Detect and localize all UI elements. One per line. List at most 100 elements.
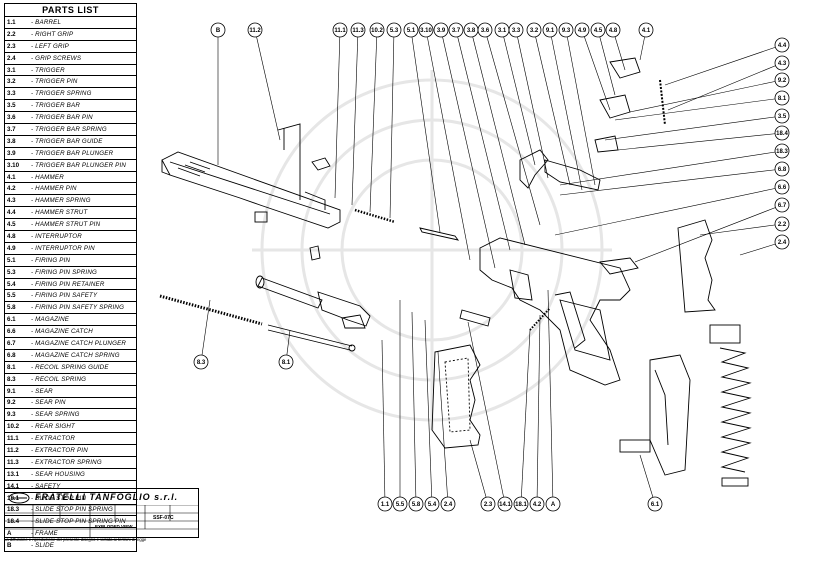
callout-circle: [392, 496, 408, 512]
leader-line: [389, 29, 395, 219]
callout-circle: [647, 496, 663, 512]
company-logo-icon: [8, 492, 30, 504]
callout-text: 2.4: [778, 240, 787, 246]
parts-list-row: 3.1- TRIGGER: [5, 65, 136, 77]
leader-line: [334, 29, 341, 199]
callout-text: 3.10: [420, 28, 432, 34]
part-code: 18.3: [7, 506, 20, 514]
part-code: 5.3: [7, 268, 16, 276]
parts-list-row: 5.1- FIRING PIN: [5, 255, 136, 267]
callout-text: 11.1: [334, 28, 346, 34]
callout-11-2: 11.2: [247, 22, 263, 38]
callout-text: 3.1: [498, 28, 507, 34]
callout-3-9: 3.9: [433, 22, 449, 38]
part-code: 6.1: [7, 316, 16, 324]
leader-line: [467, 321, 506, 505]
parts-list-title: PARTS LIST: [5, 4, 136, 17]
parts-list-row: 3.6- TRIGGER BAR PIN: [5, 112, 136, 125]
leader-line: [667, 62, 783, 111]
callout-text: 4.2: [533, 502, 542, 508]
callout-text: 8.3: [197, 360, 206, 366]
callout-text: B: [216, 28, 221, 34]
part-name: - HAMMER PIN: [31, 185, 77, 193]
callout-circle: [477, 22, 493, 38]
part-name: - BARREL: [31, 18, 62, 26]
part-name: - EXTRACTOR SPRING: [31, 458, 102, 466]
callout-2-4: 2.4: [440, 496, 456, 512]
parts-list-row: 4.1- HAMMER: [5, 172, 136, 184]
part-name: - FRAME: [31, 530, 58, 538]
callout-text: 5.3: [390, 28, 399, 34]
parts-list-row: 18.4- SLIDE STOP PIN SPRING PIN: [5, 516, 136, 529]
callout-text: 5.4: [428, 502, 437, 508]
part-name: - INTERRUPTOR: [31, 232, 82, 240]
part-code: 4.9: [7, 244, 16, 252]
callout-circle: [332, 22, 348, 38]
left-grip-part: [431, 344, 481, 449]
parts-list-row: 11.1- EXTRACTOR: [5, 433, 136, 446]
part-name: - SLIDE STOP PIN SPRING PIN: [31, 518, 126, 526]
leader-line: [639, 454, 656, 505]
callout-text: 2.3: [484, 502, 493, 508]
callout-text: 6.6: [778, 185, 787, 191]
callout-2-4: 2.4: [774, 234, 790, 250]
callout-circle: [638, 22, 654, 38]
leader-line: [369, 29, 378, 213]
part-code: 3.1: [7, 66, 16, 74]
part-name: - SLIDE: [31, 542, 55, 550]
callout-6-8: 6.8: [774, 161, 790, 177]
slide-part: [161, 151, 341, 229]
callout-text: 4.1: [642, 28, 651, 34]
callout-circle: [377, 496, 393, 512]
part-name: - REAR SIGHT: [31, 423, 75, 431]
callout-circle: [278, 354, 294, 370]
part-code: 3.10: [7, 161, 20, 169]
part-code: 4.4: [7, 209, 16, 217]
callout-A: A: [545, 496, 561, 512]
barrel-part: [255, 275, 371, 327]
part-code: 10.2: [7, 423, 20, 431]
parts-list-row: 9.2- SEAR PIN: [5, 398, 136, 410]
view-name: EXPLODED VIEW: [95, 524, 133, 529]
callout-5-5: 5.5: [392, 496, 408, 512]
callout-2-2: 2.2: [774, 216, 790, 232]
callout-9-3: 9.3: [558, 22, 574, 38]
parts-list-row: 3.2- TRIGGER PIN: [5, 76, 136, 89]
parts-list-row: 6.7- MAGAZINE CATCH PLUNGER: [5, 338, 136, 350]
parts-list-row: 3.10- TRIGGER BAR PLUNGER PIN: [5, 160, 136, 172]
leader-line: [515, 29, 549, 179]
callout-text: 11.3: [352, 28, 364, 34]
parts-list-row: 4.2- HAMMER PIN: [5, 183, 136, 196]
part-name: - MAGAZINE CATCH PLUNGER: [31, 339, 127, 347]
part-name: - LEFT GRIP: [31, 42, 69, 50]
right-grip-part: [677, 219, 716, 313]
part-code: 6.8: [7, 351, 16, 359]
callout-circle: [350, 22, 366, 38]
part-name: - FIRING PIN SAFETY SPRING: [31, 304, 125, 312]
title-block-grid: [5, 505, 198, 537]
callout-text: 18.1: [515, 502, 527, 508]
part-code: B: [7, 542, 12, 550]
parts-list-row: 5.8- FIRING PIN SAFETY SPRING: [5, 302, 136, 315]
callout-18-3: 18.3: [774, 143, 790, 159]
title-block: FRATELLI TANFOGLIO s.r.l. EXPLODED VIEW …: [4, 488, 199, 538]
callout-circle: [774, 55, 790, 71]
callout-text: 3.6: [481, 28, 490, 34]
part-code: 2.4: [7, 54, 16, 62]
callout-circle: [774, 72, 790, 88]
part-name: - HAMMER STRUT: [31, 209, 88, 217]
part-code: 13.1: [7, 470, 20, 478]
part-name: - SLIDE STOP PIN: [31, 494, 87, 502]
part-code: 11.1: [7, 435, 19, 443]
parts-list-row: 13.1- SEAR HOUSING: [5, 469, 136, 481]
callout-circle: [774, 197, 790, 213]
callout-text: 5.1: [407, 28, 416, 34]
callout-circle: [774, 143, 790, 159]
callout-14-1: 14.1: [497, 496, 513, 512]
callout-text: 3.3: [512, 28, 521, 34]
part-name: - HAMMER: [31, 173, 64, 181]
callout-text: 4.9: [578, 28, 587, 34]
part-code: 14.1: [7, 482, 20, 490]
parts-list-row: 3.3- TRIGGER SPRING: [5, 88, 136, 101]
callout-circle: [774, 179, 790, 195]
